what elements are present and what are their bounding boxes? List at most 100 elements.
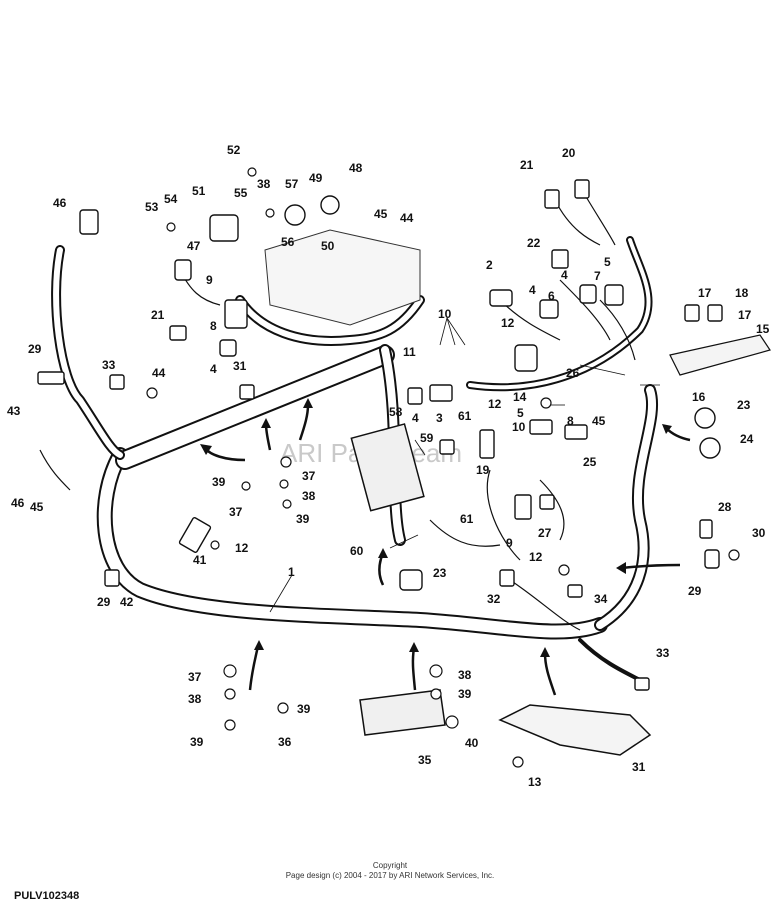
callout-29: 30 xyxy=(752,526,766,540)
callout-46: 46 xyxy=(53,196,67,210)
callout-59: 60 xyxy=(350,544,364,558)
callout-20: 21 xyxy=(520,158,534,172)
callout-4: 4 xyxy=(529,283,536,297)
callout-11: 12 xyxy=(501,316,515,330)
callout-10: 10 xyxy=(438,307,452,321)
callout-52: 53 xyxy=(145,200,159,214)
callout-38: 38 xyxy=(188,692,202,706)
callout-37: 38 xyxy=(458,668,472,682)
callout-43: 44 xyxy=(152,366,166,380)
callout-45: 45 xyxy=(374,207,388,221)
callout-37: 37 xyxy=(302,469,316,483)
callout-27: 28 xyxy=(718,500,732,514)
callout-39: 40 xyxy=(465,736,479,750)
fasteners xyxy=(146,167,740,768)
callout-56: 57 xyxy=(285,177,299,191)
callout-labels: 1 2 3 4 4 4 4 5 5 6 7 8 8 9 9 10 10 11 1… xyxy=(7,143,770,789)
callout-35: 36 xyxy=(278,735,292,749)
callout-5: 6 xyxy=(548,289,555,303)
bracket-14 xyxy=(669,334,771,376)
callout-39: 39 xyxy=(212,475,226,489)
callout-15: 16 xyxy=(692,390,706,404)
callout-45: 46 xyxy=(11,496,25,510)
callout-17: 18 xyxy=(735,286,749,300)
callout-38: 38 xyxy=(257,177,271,191)
callout-31: 31 xyxy=(233,359,247,373)
callout-8: 9 xyxy=(506,536,513,550)
callout-45: 45 xyxy=(592,414,606,428)
callout-53: 54 xyxy=(164,192,178,206)
callout-4: 4 xyxy=(412,411,419,425)
document-id: PULV102348 xyxy=(14,890,80,902)
callout-51: 52 xyxy=(227,143,241,157)
callout-4: 5 xyxy=(604,255,611,269)
callout-33: 33 xyxy=(102,358,116,372)
callout-29: 29 xyxy=(97,595,111,609)
callout-7: 8 xyxy=(567,414,574,428)
callout-23: 23 xyxy=(737,398,751,412)
callout-29: 29 xyxy=(28,342,42,356)
callout-2: 2 xyxy=(486,258,493,272)
callout-10: 11 xyxy=(403,345,416,359)
callout-42: 43 xyxy=(7,404,21,418)
callout-1: 1 xyxy=(288,565,295,579)
callout-8: 8 xyxy=(210,319,217,333)
callout-13: 14 xyxy=(513,390,527,404)
callout-54: 55 xyxy=(234,186,248,200)
callout-4: 4 xyxy=(561,268,568,282)
leader-lines xyxy=(269,317,660,613)
callout-9: 10 xyxy=(512,420,526,434)
callout-44: 45 xyxy=(30,500,44,514)
callout-49: 50 xyxy=(321,239,335,253)
footer-copyright: Copyright xyxy=(372,861,408,870)
callout-17: 17 xyxy=(698,286,712,300)
callout-22: 23 xyxy=(433,566,447,580)
callout-50: 51 xyxy=(192,184,206,198)
callout-32: 33 xyxy=(656,646,670,660)
callout-61: 61 xyxy=(458,409,472,423)
callout-12: 12 xyxy=(488,397,502,411)
callout-47: 48 xyxy=(349,161,363,175)
control-module xyxy=(350,423,425,512)
main-harness xyxy=(51,236,659,682)
callout-19: 20 xyxy=(562,146,576,160)
callout-30: 31 xyxy=(632,760,646,774)
arrow-heads xyxy=(200,398,672,657)
callout-26: 27 xyxy=(538,526,552,540)
callout-39: 39 xyxy=(190,735,204,749)
engine-block xyxy=(264,229,421,326)
callout-55: 56 xyxy=(281,235,295,249)
callout-39: 39 xyxy=(296,512,310,526)
callout-38: 39 xyxy=(458,687,472,701)
bracket-30 xyxy=(498,704,652,756)
callout-6: 7 xyxy=(594,269,601,283)
callout-40: 41 xyxy=(193,553,207,567)
callout-36: 37 xyxy=(229,505,243,519)
callout-12: 13 xyxy=(528,775,542,789)
callout-44: 44 xyxy=(400,211,414,225)
callout-24: 25 xyxy=(583,455,597,469)
callout-57: 58 xyxy=(389,405,403,419)
callout-31: 32 xyxy=(487,592,501,606)
callout-33: 34 xyxy=(594,592,608,606)
callout-12: 12 xyxy=(235,541,249,555)
callout-34: 35 xyxy=(418,753,432,767)
callout-58: 59 xyxy=(420,431,434,445)
callout-9: 9 xyxy=(206,273,213,287)
bracket-34 xyxy=(359,689,446,736)
callout-38: 38 xyxy=(302,489,316,503)
callout-5: 5 xyxy=(517,406,524,420)
callout-4: 4 xyxy=(210,362,217,376)
callout-39: 39 xyxy=(297,702,311,716)
callout-46: 47 xyxy=(187,239,201,253)
callout-28: 29 xyxy=(688,584,702,598)
callout-12: 12 xyxy=(529,550,543,564)
callout-3: 3 xyxy=(436,411,443,425)
footer-page-design: Page design (c) 2004 - 2017 by ARI Netwo… xyxy=(285,871,495,880)
callout-16: 17 xyxy=(738,308,752,322)
callout-60: 61 xyxy=(460,512,474,526)
callout-21: 21 xyxy=(151,308,165,322)
callout-25: 26 xyxy=(566,366,580,380)
connectors xyxy=(37,179,723,691)
